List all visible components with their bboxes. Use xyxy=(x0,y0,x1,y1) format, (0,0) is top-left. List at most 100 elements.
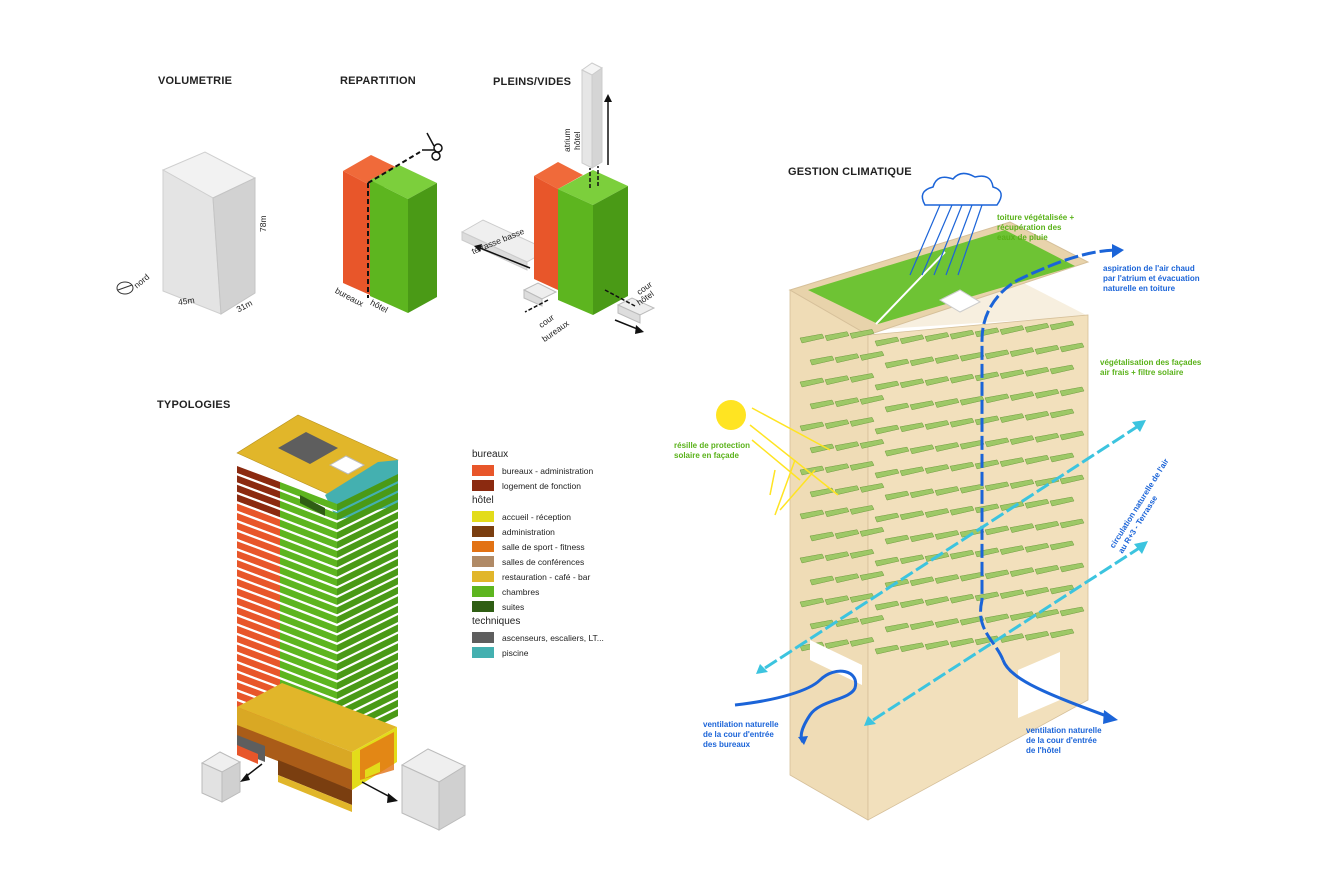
floor-slab xyxy=(337,474,398,511)
floor-slab xyxy=(337,662,398,699)
floor-gap xyxy=(236,632,338,672)
floor-slab xyxy=(337,558,398,596)
facade-louvre xyxy=(1009,523,1035,533)
facade-louvre xyxy=(1009,567,1035,577)
facade-louvre xyxy=(884,490,910,501)
facade-louvre xyxy=(1034,389,1060,399)
floor-gap xyxy=(236,642,338,682)
facade-louvre xyxy=(799,553,825,564)
floor-slab xyxy=(337,511,398,549)
facade-louvre xyxy=(934,530,960,540)
facade-louvre xyxy=(1034,433,1060,443)
floor-slab xyxy=(337,624,398,662)
legend-item: logement de fonction xyxy=(472,478,604,493)
facade-louvre xyxy=(999,545,1025,555)
facade-louvre xyxy=(899,598,925,609)
floor-slab xyxy=(337,530,398,568)
title-gestion-climatique: GESTION CLIMATIQUE xyxy=(788,166,912,178)
legend-swatch xyxy=(472,632,494,643)
facade-louvre xyxy=(884,622,910,633)
legend-label: accueil - réception xyxy=(502,511,571,522)
floor-slab xyxy=(237,607,280,630)
title-repartition: REPARTITION xyxy=(340,75,416,87)
facade-louvre xyxy=(924,464,950,474)
floor-gap xyxy=(236,623,338,663)
facade-louvre xyxy=(824,507,850,517)
facade-louvre xyxy=(849,417,875,427)
floor-slab xyxy=(237,466,280,489)
facade-louvre xyxy=(899,334,925,345)
facade-louvre xyxy=(909,356,935,367)
floor-slab xyxy=(337,539,398,577)
floor-slab xyxy=(237,560,280,583)
legend-label: bureaux - administration xyxy=(502,465,594,476)
facade-louvre xyxy=(959,615,985,626)
legend-item: piscine xyxy=(472,645,604,660)
legend-swatch xyxy=(472,511,494,522)
floor-gap xyxy=(236,520,338,559)
legend-label: logement de fonction xyxy=(502,480,581,491)
facade-louvre xyxy=(824,463,850,473)
floor-gap xyxy=(236,510,338,550)
legend-label: suites xyxy=(502,601,525,612)
floor-slab xyxy=(337,586,398,624)
floor-slab xyxy=(280,529,337,558)
facade-louvre xyxy=(924,508,950,518)
scissors-icon xyxy=(422,132,443,161)
facade-louvre xyxy=(874,380,900,391)
facade-louvre xyxy=(809,531,835,542)
facade-louvre xyxy=(874,644,900,655)
facade-louvre xyxy=(984,569,1010,580)
circulation-arrow-upper xyxy=(764,421,1144,670)
facade-louvre xyxy=(934,442,960,452)
facade-louvre xyxy=(934,574,960,584)
legend-label: ascenseurs, escaliers, LT... xyxy=(502,632,604,643)
facade-louvre xyxy=(799,597,825,608)
floor-slab xyxy=(337,521,398,558)
facade-louvre xyxy=(934,618,960,628)
floor-slab xyxy=(337,502,398,540)
floor-slab xyxy=(280,538,337,568)
facade-louvre xyxy=(834,617,860,627)
facade-louvre xyxy=(874,512,900,523)
facade-louvre xyxy=(1034,565,1060,575)
facade-louvre xyxy=(1009,435,1035,445)
facade-louvre xyxy=(984,349,1010,360)
facade-louvre xyxy=(949,593,975,604)
floor-slab xyxy=(280,566,337,596)
facade-louvre xyxy=(999,413,1025,423)
facade-louvre xyxy=(984,481,1010,492)
facade-louvre xyxy=(884,358,910,369)
facade-louvre xyxy=(934,486,960,496)
sun-icon xyxy=(716,400,746,430)
sun-rays xyxy=(749,407,839,516)
facade-louvre xyxy=(909,488,935,499)
facade-louvre xyxy=(984,613,1010,624)
facade-louvre xyxy=(899,466,925,477)
annotation-toiture: toiture végétalisée + récupération des e… xyxy=(997,213,1075,242)
facade-louvre xyxy=(974,371,1000,382)
legend-swatch xyxy=(472,601,494,612)
floor-slab xyxy=(337,671,398,709)
facade-louvre xyxy=(1049,408,1075,419)
facade-louvre xyxy=(1049,320,1075,331)
facade-louvre xyxy=(834,397,860,407)
facade-louvre xyxy=(834,573,860,583)
title-typologies: TYPOLOGIES xyxy=(157,399,231,411)
legend-item: ascenseurs, escaliers, LT... xyxy=(472,630,604,645)
facade-louvre xyxy=(849,373,875,383)
office-ventilation-arrow xyxy=(734,669,858,743)
facade-louvre xyxy=(909,532,935,543)
facade-louvre xyxy=(1059,562,1085,573)
facade-louvre xyxy=(849,637,875,647)
facade-louvre xyxy=(934,354,960,364)
facade-louvre xyxy=(809,355,835,366)
floor-slab xyxy=(237,588,280,612)
facade-louvre xyxy=(1024,367,1050,377)
floor-slab xyxy=(237,541,280,565)
floor-slab xyxy=(337,633,398,671)
